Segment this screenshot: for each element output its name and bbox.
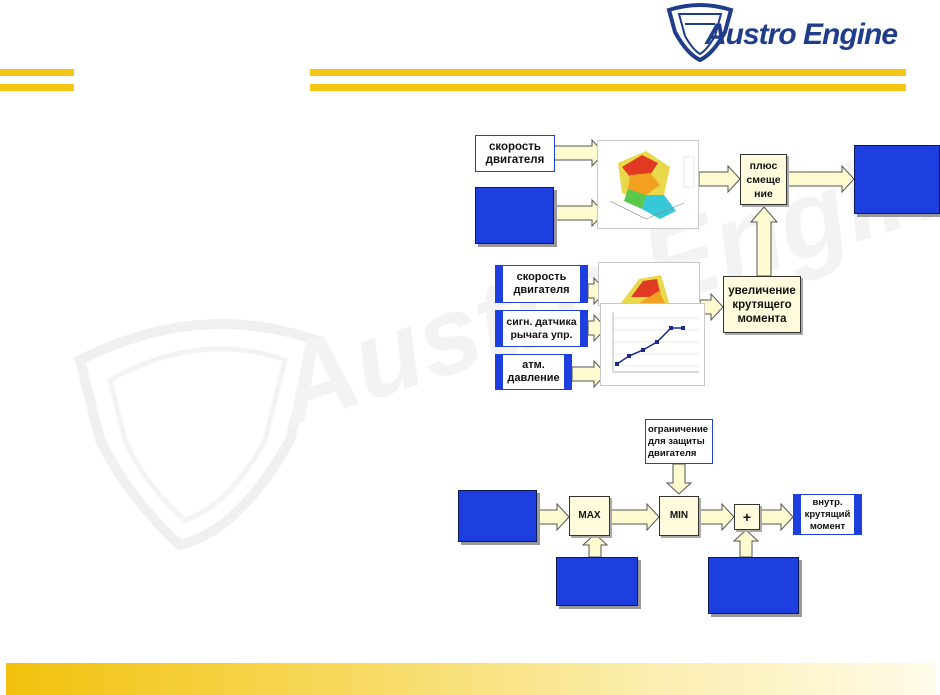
plus-block: +	[734, 504, 760, 530]
internal-torque-output-label: внутр. крутящий момент	[793, 494, 862, 535]
bottom-left-input-block	[458, 490, 537, 542]
torque-increase-block: увеличение крутящего момента	[723, 276, 801, 333]
header-stripe-left-bottom	[0, 84, 74, 91]
watermark-shield-icon	[74, 319, 320, 550]
torque-map-chart-mid	[598, 262, 700, 306]
top-output-block	[854, 145, 940, 214]
lever-line-chart	[600, 303, 705, 386]
footer-bar	[6, 663, 936, 695]
arrow-plus-to-output	[759, 502, 794, 532]
header-stripe-right-top	[310, 69, 906, 76]
logo-shield-icon	[666, 3, 734, 62]
arrow-max-to-min	[609, 502, 660, 532]
arrow-limit-to-min	[665, 463, 693, 495]
arrow-lower-input-to-max	[581, 533, 609, 558]
min-block: MIN	[659, 496, 699, 536]
arrow-sum-to-output	[785, 164, 855, 194]
logo-text: Austro Engine	[705, 18, 898, 51]
torque-map-chart-top	[597, 140, 699, 229]
arrow-torque-to-sum	[749, 206, 779, 277]
top-input-blank-block	[475, 187, 554, 244]
mid-input-engine-speed-label: скорость двигателя	[495, 265, 588, 303]
arrow-bottom-input-to-max	[534, 502, 570, 532]
header-stripe-left-top	[0, 69, 74, 76]
header-stripe-right-bottom	[310, 84, 906, 91]
arrow-min-to-plus	[698, 502, 735, 532]
bottom-plus-lower-input-block	[708, 557, 799, 614]
arrow-lower-input-to-plus	[732, 529, 760, 558]
engine-protection-limit-label: ограничение для защиты двигателя	[645, 419, 713, 464]
mid-input-lever-sensor-label: сигн. датчика рычага упр.	[495, 310, 588, 347]
sum-offset-block: плюс смеще ние	[740, 154, 787, 205]
bottom-max-lower-input-block	[556, 557, 638, 606]
max-block: MAX	[569, 496, 610, 536]
mid-input-atm-pressure-label: атм. давление	[495, 354, 572, 390]
top-input-engine-speed-label: скорость двигателя	[475, 135, 555, 172]
arrow-top-to-sum	[698, 164, 741, 194]
